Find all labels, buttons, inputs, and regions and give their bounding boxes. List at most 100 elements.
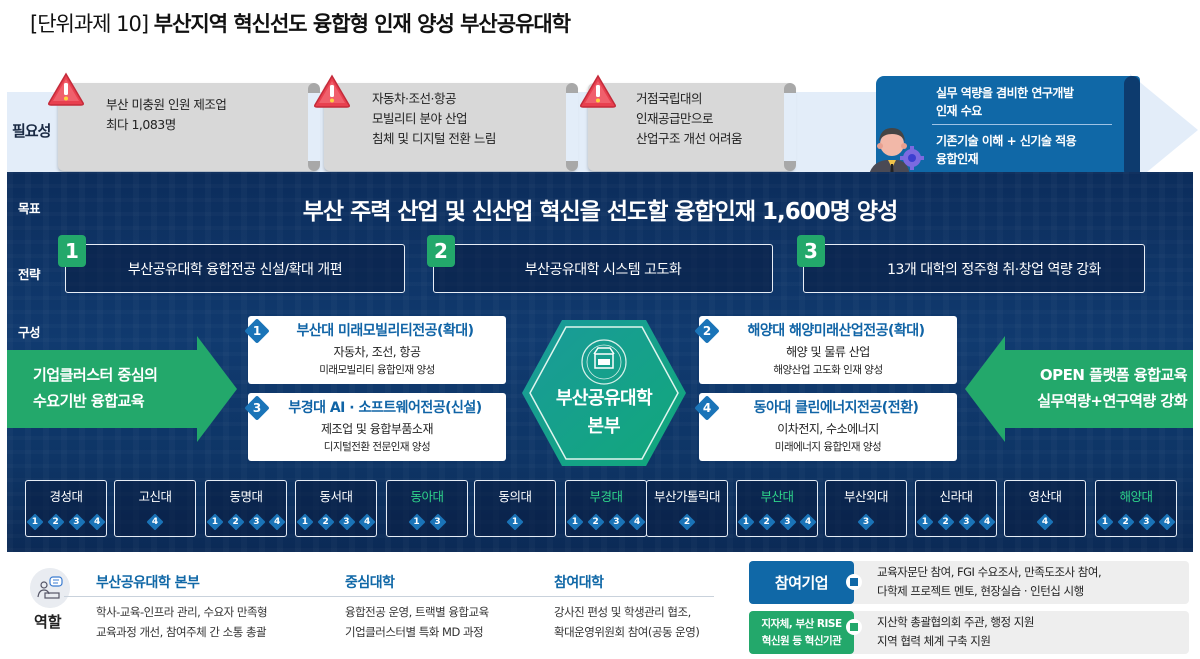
major-number-badge: 1	[244, 318, 270, 344]
major-number-badge: 3	[248, 513, 266, 531]
strategy-number-badge: 1	[58, 235, 86, 267]
need-card-text: 산업구조 개선 어려움	[636, 131, 742, 146]
composition-label: 구성	[18, 325, 41, 340]
university-name: 신라대	[939, 489, 973, 504]
need-label: 필요성	[12, 122, 51, 140]
major-card-4: 동아대 클린에너지전공(전환) 이차전지, 수소에너지 미래에너지 융합인재 양…	[699, 393, 957, 461]
left-green-arrow: 기업클러스터 중심의 수요기반 융합교육	[7, 336, 237, 442]
need-card-text: 인재공급만으로	[636, 111, 714, 126]
major-number-badge: 3	[429, 513, 447, 531]
major-number-badge: 3	[857, 513, 875, 531]
partner-tag-companies: 참여기업	[749, 561, 854, 604]
major-number-badge: 2	[758, 513, 776, 531]
role-text: 강사진 편성 및 학생관리 협조,확대운영위원회 참여(공동 운영)	[554, 605, 700, 639]
major-number-badge: 2	[227, 513, 245, 531]
major-number-badge: 1	[1096, 513, 1114, 531]
need-card-text: 침체 및 디지털 전환 느림	[372, 131, 496, 146]
major-number-badge: 1	[916, 513, 934, 531]
need-card-1: 부산 미충원 인원 제조업 최다 1,083명	[58, 83, 320, 171]
university-name: 부산대	[760, 489, 794, 504]
scroll-curl	[1124, 76, 1140, 178]
major-number-badge: 3	[338, 513, 356, 531]
major-number-badge: 4	[628, 513, 646, 531]
major-number-badge: 3	[608, 513, 626, 531]
major-number-badge: 4	[146, 513, 164, 531]
university-name: 동의대	[498, 489, 532, 504]
hub-title: 부산공유대학	[555, 388, 653, 409]
university-name: 경성대	[49, 489, 83, 504]
major-number-badge: 4	[268, 513, 286, 531]
role-heading: 참여대학	[554, 575, 604, 591]
arrow-text: 수요기반 융합교육	[33, 392, 145, 410]
engineer-avatar-icon	[868, 128, 924, 180]
roles-label: 역할	[34, 613, 62, 631]
divider	[932, 124, 1112, 125]
major-sub: 미래모빌리티 융합인재 양성	[319, 364, 435, 376]
major-number-badge: 4	[1036, 513, 1054, 531]
right-green-arrow: OPEN 플랫폼 융합교육 실무역량+연구역량 강화	[965, 336, 1193, 442]
strategy-text: 부산공유대학 융합전공 신설/확대 개편	[127, 261, 343, 278]
page-title: [단위과제 10] 부산지역 혁신선도 융합형 인재 양성 부산공유대학	[30, 8, 571, 38]
major-number-badge: 2	[47, 513, 65, 531]
major-sub: 미래에너지 융합인재 양성	[774, 441, 882, 453]
major-sub: 이차전지, 수소에너지	[777, 422, 879, 436]
partner-text: 교육자문단 참여, FGI 수요조사, 만족도조사 참여,다학제 프로젝트 멘토…	[877, 565, 1102, 598]
major-card-1: 부산대 미래모빌리티전공(확대) 자동차, 조선, 항공 미래모빌리티 융합인재…	[248, 316, 506, 384]
arrow-text: OPEN 플랫폼 융합교육	[1039, 366, 1188, 384]
demand-text: 인재 수요	[936, 104, 982, 118]
scroll-curl	[784, 83, 796, 171]
major-number-badge: 4	[1158, 513, 1176, 531]
role-heading: 중심대학	[345, 575, 395, 591]
major-number-badge: 1	[296, 513, 314, 531]
government-building-icon	[846, 619, 862, 635]
title-prefix: [단위과제 10]	[30, 12, 149, 36]
university-emblem-icon	[581, 339, 627, 385]
strategy-3: 13개 대학의 정주형 취·창업 역량 강화	[803, 244, 1145, 293]
strategy-1: 부산공유대학 융합전공 신설/확대 개편	[65, 244, 405, 293]
arrow-text: 실무역량+연구역량 강화	[1037, 392, 1187, 410]
university-name: 부산외대	[843, 489, 889, 504]
strategy-text: 부산공유대학 시스템 고도화	[524, 261, 682, 278]
university-name: 부경대	[589, 489, 623, 504]
major-number-badge: 3	[779, 513, 797, 531]
university-name: 동아대	[410, 489, 444, 504]
warning-icon	[48, 72, 84, 106]
need-card-text: 모빌리티 분야 산업	[372, 111, 467, 126]
major-number-badge: 4	[978, 513, 996, 531]
university-card: 부산외대 3	[825, 480, 907, 537]
major-number-badge: 2	[317, 513, 335, 531]
major-number-badge: 4	[694, 395, 720, 421]
demand-text: 실무 역량을 겸비한 연구개발	[936, 86, 1074, 100]
major-number-badge: 1	[566, 513, 584, 531]
major-title: 부산대 미래모빌리티전공(확대)	[296, 323, 474, 339]
major-number-badge: 3	[958, 513, 976, 531]
need-card-text: 거점국립대의	[636, 91, 703, 106]
major-number-badge: 2	[1117, 513, 1135, 531]
strategy-label: 전략	[18, 267, 41, 282]
major-number-badge: 2	[587, 513, 605, 531]
major-card-2: 해양대 해양미래산업전공(확대) 해양 및 물류 산업 해양산업 고도화 인재 …	[699, 316, 957, 384]
need-card-2: 자동차·조선·항공 모빌리티 분야 산업 침체 및 디지털 전환 느림	[324, 83, 578, 171]
building-icon	[846, 574, 862, 590]
university-name: 영산대	[1028, 489, 1062, 504]
major-sub: 디지털전환 전문인재 양성	[323, 441, 431, 453]
need-card-text: 최다 1,083명	[106, 117, 176, 132]
need-card-text: 부산 미충원 인원 제조업	[106, 97, 227, 112]
major-sub: 자동차, 조선, 항공	[333, 345, 421, 359]
presenter-chat-icon	[30, 568, 70, 608]
goal-label: 목표	[18, 201, 41, 216]
need-arrow-head	[1130, 74, 1198, 186]
major-number-badge: 2	[694, 318, 720, 344]
